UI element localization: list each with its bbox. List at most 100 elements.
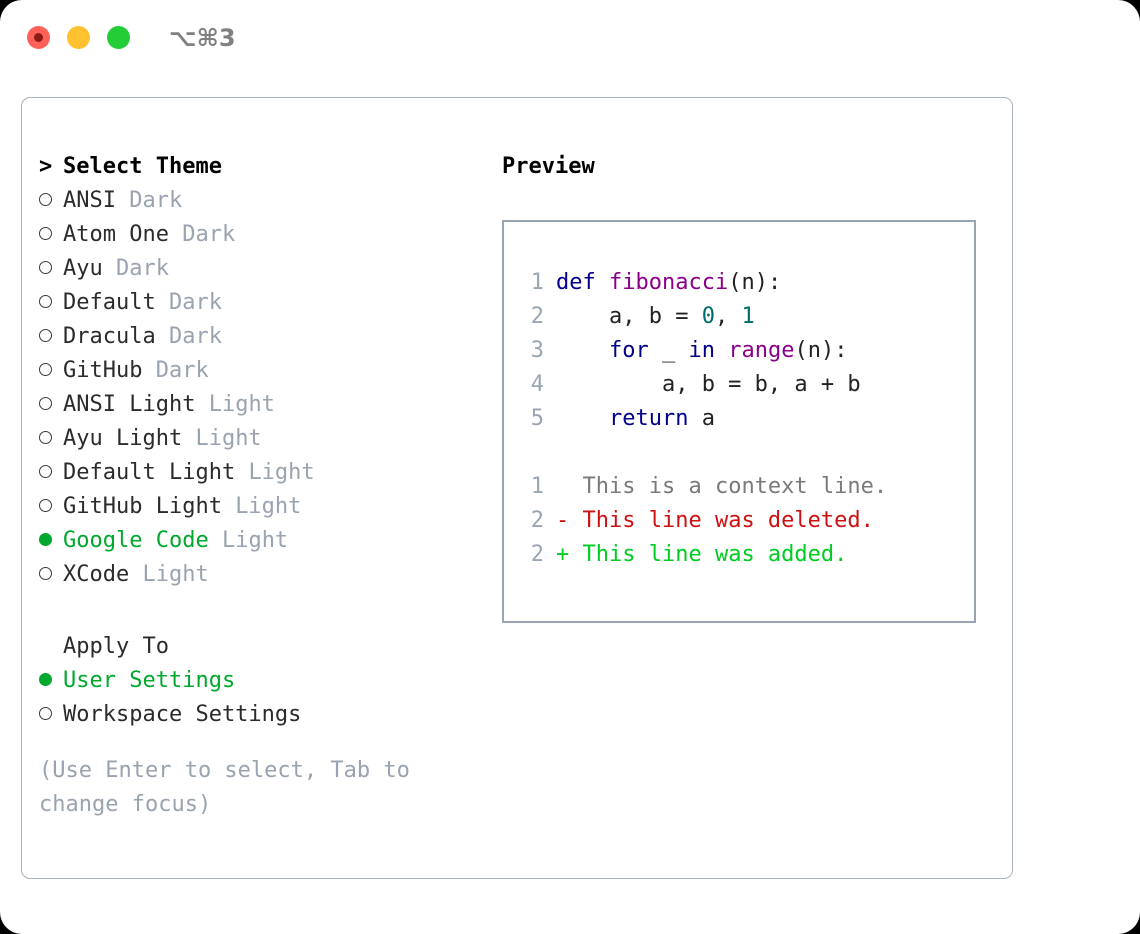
radio-empty-icon bbox=[39, 465, 52, 478]
title-bar: ⌥⌘3 bbox=[0, 0, 1140, 78]
code-token-kw: for bbox=[608, 338, 649, 363]
code-token-pl: (n): bbox=[728, 270, 782, 295]
apply-to-option-user-settings[interactable]: User Settings bbox=[39, 664, 489, 698]
caret-right-icon: > bbox=[39, 154, 53, 179]
radio-empty-icon bbox=[39, 193, 52, 206]
theme-option-github-light[interactable]: GitHub Light Light bbox=[39, 490, 489, 524]
keyboard-hint-text: (Use Enter to select, Tab to change focu… bbox=[39, 758, 410, 817]
theme-option-label: Default bbox=[63, 290, 169, 315]
theme-option-label: Ayu Light bbox=[63, 426, 196, 451]
select-theme-header-label: Select Theme bbox=[63, 154, 222, 179]
code-token-fn: range bbox=[728, 338, 795, 363]
section-gap bbox=[39, 592, 489, 630]
diff-line-deleted: 2- This line was deleted. bbox=[518, 504, 887, 538]
radio-empty-icon bbox=[39, 431, 52, 444]
code-line: 3 for _ in range(n): bbox=[518, 334, 861, 368]
code-token-pl bbox=[556, 338, 609, 363]
theme-option-mode: Light bbox=[208, 392, 275, 417]
diff-line-number: 1 bbox=[530, 474, 544, 499]
theme-option-label: Ayu bbox=[63, 256, 116, 281]
code-token-fn: fibonacci bbox=[608, 270, 729, 295]
code-line-number: 2 bbox=[530, 304, 544, 329]
code-token-pl: a, b = b, a + b bbox=[556, 372, 861, 397]
radio-empty-icon bbox=[39, 567, 52, 580]
diff-line-number: 2 bbox=[530, 508, 544, 533]
apply-to-option-label: User Settings bbox=[63, 668, 236, 693]
code-line-number: 5 bbox=[530, 406, 544, 431]
code-line-number: 4 bbox=[530, 372, 544, 397]
apply-to-option-label: Workspace Settings bbox=[63, 702, 302, 727]
diff-line-added: 2 + This line was added. bbox=[518, 538, 887, 572]
diff-marker-icon: + bbox=[556, 542, 583, 567]
code-token-num: 1 bbox=[741, 304, 755, 329]
code-token-pl: , bbox=[714, 304, 742, 329]
theme-option-mode: Light bbox=[142, 562, 209, 587]
theme-option-ansi[interactable]: ANSI Dark bbox=[39, 184, 489, 218]
code-line: 5 return a bbox=[518, 402, 861, 436]
radio-empty-icon bbox=[39, 499, 52, 512]
theme-option-mode: Dark bbox=[129, 188, 183, 213]
theme-option-label: XCode bbox=[63, 562, 143, 587]
radio-empty-icon bbox=[39, 261, 52, 274]
diff-marker-icon bbox=[556, 474, 583, 499]
theme-option-mode: Dark bbox=[115, 256, 169, 281]
minimize-window-button[interactable] bbox=[67, 26, 90, 49]
theme-option-mode: Dark bbox=[168, 290, 222, 315]
theme-option-label: ANSI bbox=[63, 188, 130, 213]
code-token-pl: _ bbox=[648, 338, 689, 363]
close-window-button[interactable] bbox=[27, 26, 50, 49]
radio-empty-icon bbox=[39, 295, 52, 308]
theme-option-ansi-light[interactable]: ANSI Light Light bbox=[39, 388, 489, 422]
code-token-pl bbox=[556, 406, 609, 431]
radio-empty-icon bbox=[39, 707, 52, 720]
theme-option-mode: Light bbox=[221, 528, 289, 553]
theme-option-mode: Light bbox=[248, 460, 315, 485]
theme-option-google-code[interactable]: Google Code Light bbox=[39, 524, 489, 558]
theme-option-default[interactable]: Default Dark bbox=[39, 286, 489, 320]
select-theme-header: > Select Theme bbox=[39, 150, 489, 184]
apply-to-option-workspace-settings[interactable]: Workspace Settings bbox=[39, 698, 489, 732]
diff-line-number: 2 bbox=[530, 542, 544, 567]
keyboard-shortcut-label: ⌥⌘3 bbox=[169, 24, 236, 52]
code-line-number: 1 bbox=[530, 270, 544, 295]
diff-line-text: This line was added. bbox=[582, 542, 848, 567]
theme-option-ayu-light[interactable]: Ayu Light Light bbox=[39, 422, 489, 456]
code-token-pl bbox=[715, 338, 728, 363]
theme-option-label: Google Code bbox=[63, 528, 222, 553]
theme-option-mode: Dark bbox=[155, 358, 209, 383]
diff-line-text: This is a context line. bbox=[582, 474, 888, 499]
theme-option-default-light[interactable]: Default Light Light bbox=[39, 456, 489, 490]
diff-marker-icon: - bbox=[556, 508, 583, 533]
theme-option-label: GitHub Light bbox=[63, 494, 236, 519]
diff-line-text: This line was deleted. bbox=[582, 508, 874, 533]
theme-option-github[interactable]: GitHub Dark bbox=[39, 354, 489, 388]
traffic-light-group bbox=[27, 26, 130, 49]
radio-selected-icon bbox=[39, 533, 52, 546]
theme-option-label: Dracula bbox=[63, 324, 169, 349]
radio-selected-icon bbox=[39, 673, 52, 686]
radio-empty-icon bbox=[39, 227, 52, 240]
apply-to-header: Apply To bbox=[39, 630, 489, 664]
theme-option-mode: Light bbox=[195, 426, 262, 451]
preview-title: Preview bbox=[502, 154, 595, 179]
theme-option-atom-one[interactable]: Atom One Dark bbox=[39, 218, 489, 252]
code-token-kw: in bbox=[688, 338, 715, 363]
code-token-pl: a, b = bbox=[556, 304, 702, 329]
diff-line-context: 1 This is a context line. bbox=[518, 470, 887, 504]
theme-option-label: Atom One bbox=[63, 222, 183, 247]
code-token-pl: (n): bbox=[794, 338, 848, 363]
code-token-kw: return bbox=[608, 406, 689, 431]
theme-option-ayu[interactable]: Ayu Dark bbox=[39, 252, 489, 286]
theme-option-xcode[interactable]: XCode Light bbox=[39, 558, 489, 592]
code-line-number: 3 bbox=[530, 338, 544, 363]
maximize-window-button[interactable] bbox=[107, 26, 130, 49]
theme-option-label: Default Light bbox=[63, 460, 249, 485]
theme-option-dracula[interactable]: Dracula Dark bbox=[39, 320, 489, 354]
